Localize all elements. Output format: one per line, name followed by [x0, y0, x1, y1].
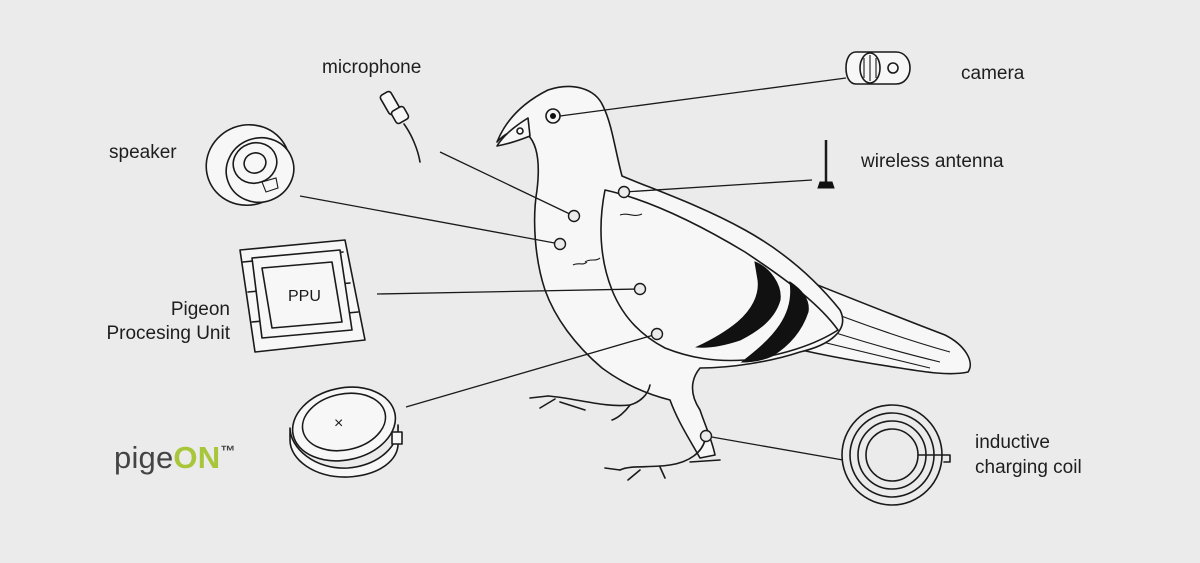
- speaker-icon: [205, 123, 295, 207]
- connection-dots: [553, 185, 713, 443]
- leader-lines: [299, 77, 847, 461]
- label-speaker: speaker: [109, 142, 177, 163]
- label-pigeon: Pigeon: [170, 299, 230, 320]
- leader-coil: [705, 435, 844, 461]
- battery-mark: ×: [334, 415, 343, 432]
- microphone-icon: [379, 90, 421, 163]
- leader-speaker: [299, 195, 561, 245]
- leader-antenna: [623, 179, 813, 193]
- pigeon-illustration: [496, 85, 971, 481]
- label-wireless-antenna: wireless antenna: [861, 151, 1004, 172]
- label-inductive: inductive: [975, 432, 1050, 453]
- wireless-antenna-icon: [817, 140, 835, 189]
- pigeon-logo: pigeON™: [114, 440, 236, 476]
- dot-battery: [650, 327, 664, 341]
- logo-highlight: ON: [173, 440, 221, 475]
- leader-camera: [559, 77, 847, 117]
- camera-icon: [845, 51, 911, 85]
- dot-microphone: [567, 209, 581, 223]
- leader-microphone: [439, 151, 575, 217]
- label-camera: camera: [961, 63, 1025, 84]
- dot-coil: [699, 429, 713, 443]
- dot-ppu: [633, 282, 647, 296]
- dot-antenna: [617, 185, 631, 199]
- ppu-chip-label: PPU: [288, 288, 321, 305]
- label-charging-coil: charging coil: [975, 457, 1082, 478]
- ppu-chip-icon: PPU: [239, 239, 366, 353]
- logo-prefix: pige: [114, 440, 174, 475]
- dot-speaker: [553, 237, 567, 251]
- leader-ppu: [376, 288, 641, 295]
- label-processing-unit: Procesing Unit: [106, 323, 230, 344]
- logo-trademark: ™: [220, 443, 236, 460]
- battery-icon: ×: [289, 386, 403, 478]
- leader-battery: [405, 333, 658, 408]
- label-microphone: microphone: [322, 57, 422, 78]
- charging-coil-icon: [841, 404, 951, 506]
